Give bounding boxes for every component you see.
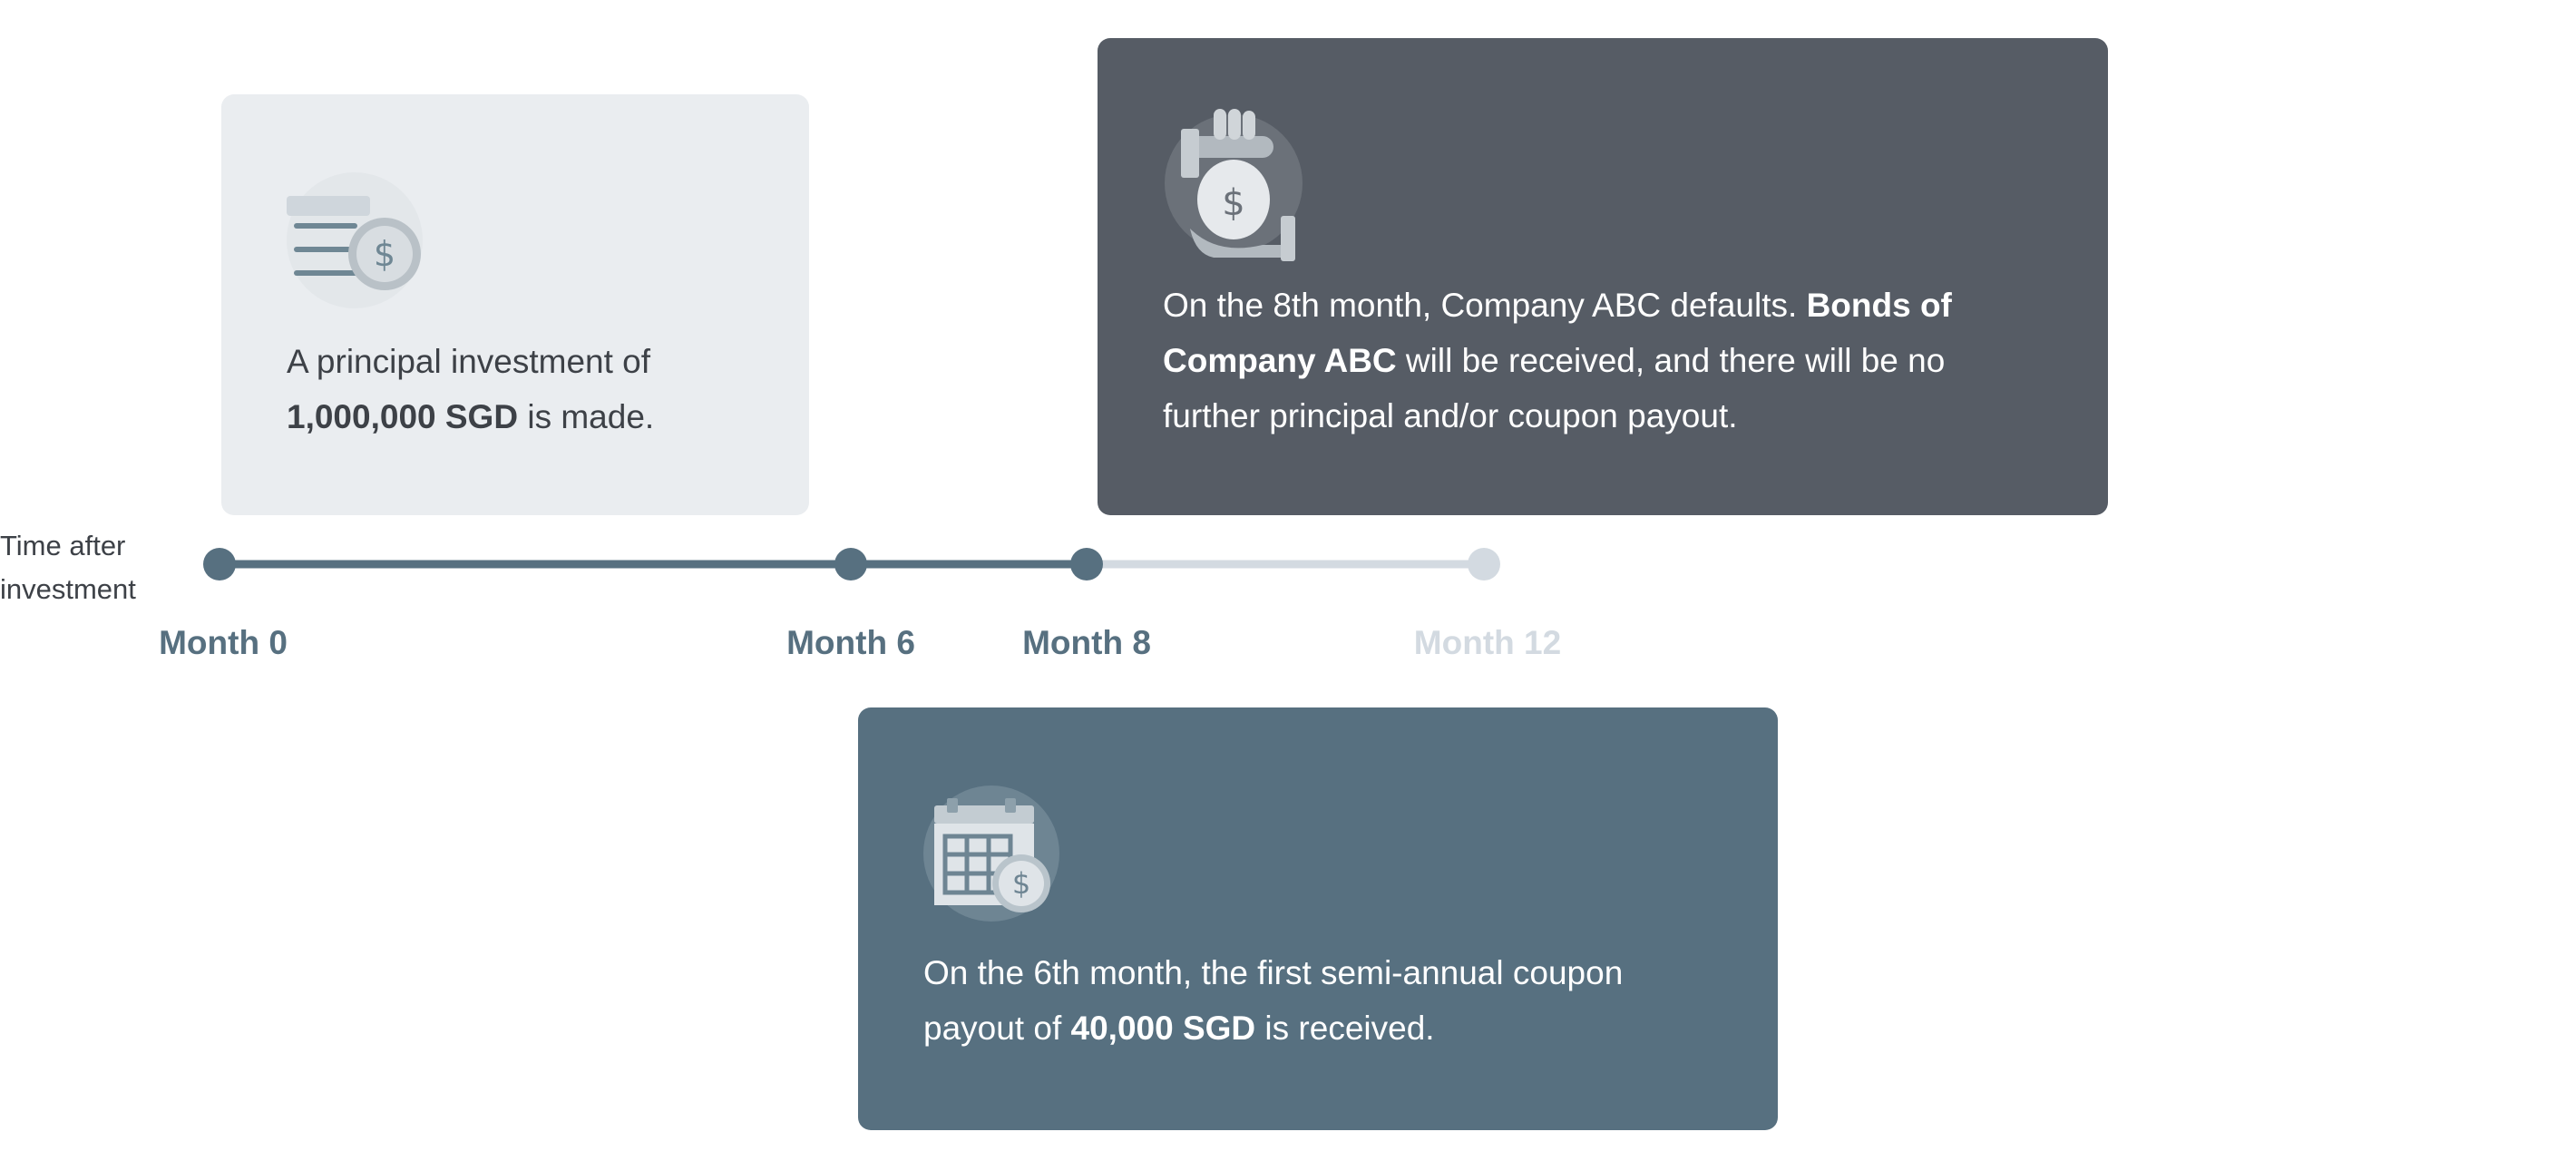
tick-label-month-0: Month 0 bbox=[159, 624, 288, 661]
principal-card: $ A principal investment of 1,000,000 SG… bbox=[221, 94, 809, 515]
default-text: On the 8th month, Company ABC defaults. … bbox=[1163, 287, 1952, 434]
calendar-dollar-icon: $ bbox=[923, 785, 1059, 922]
tick-label-month-6: Month 6 bbox=[786, 624, 915, 661]
timeline-marker-month-0 bbox=[203, 548, 236, 580]
timeline-marker-month-12 bbox=[1468, 548, 1500, 580]
default-card: $ On the 8th month, Company ABC defaults… bbox=[1098, 38, 2108, 515]
tick-label-month-8: Month 8 bbox=[1022, 624, 1151, 661]
svg-text:$: $ bbox=[1012, 866, 1030, 901]
coupon-text: On the 6th month, the first semi-annual … bbox=[923, 954, 1624, 1047]
tick-label-month-12: Month 12 bbox=[1413, 624, 1562, 661]
hand-money-bag-icon: $ bbox=[1165, 109, 1303, 261]
timeline-marker-month-6 bbox=[834, 548, 867, 580]
axis-title-line-2: investment bbox=[0, 573, 136, 605]
axis-title-line-1: Time after bbox=[0, 530, 126, 561]
coins-dollar-icon: $ bbox=[287, 172, 423, 308]
svg-text:$: $ bbox=[374, 234, 395, 274]
coupon-card: $ On the 6th month, the first semi-annua… bbox=[858, 707, 1778, 1130]
svg-text:$: $ bbox=[1222, 182, 1244, 224]
timeline-marker-month-8 bbox=[1070, 548, 1103, 580]
principal-text: A principal investment of 1,000,000 SGD … bbox=[287, 343, 655, 435]
axis-title: Time after investment bbox=[0, 524, 163, 611]
